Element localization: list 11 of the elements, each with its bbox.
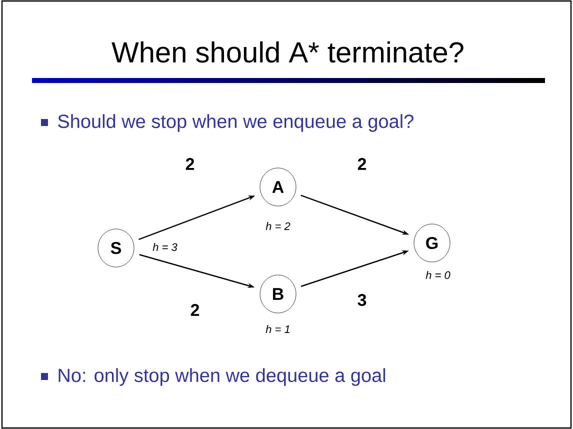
edge-label: 2 [190,304,200,316]
edge-label: 3 [358,294,366,306]
heuristic-label: h = 1 [266,325,290,333]
bullet-text: No: only stop when we dequeue a goal [58,368,386,386]
heuristic-label: h = 2 [266,222,290,230]
heuristic-label: h = 3 [152,242,178,252]
slide-title: When should A* terminate? [112,41,464,63]
bullet-text: Should we stop when we enqueue a goal? [58,114,414,132]
edge-label: 2 [358,158,366,170]
edge-label: 2 [186,158,194,170]
heuristic-label: h = 0 [426,270,450,280]
